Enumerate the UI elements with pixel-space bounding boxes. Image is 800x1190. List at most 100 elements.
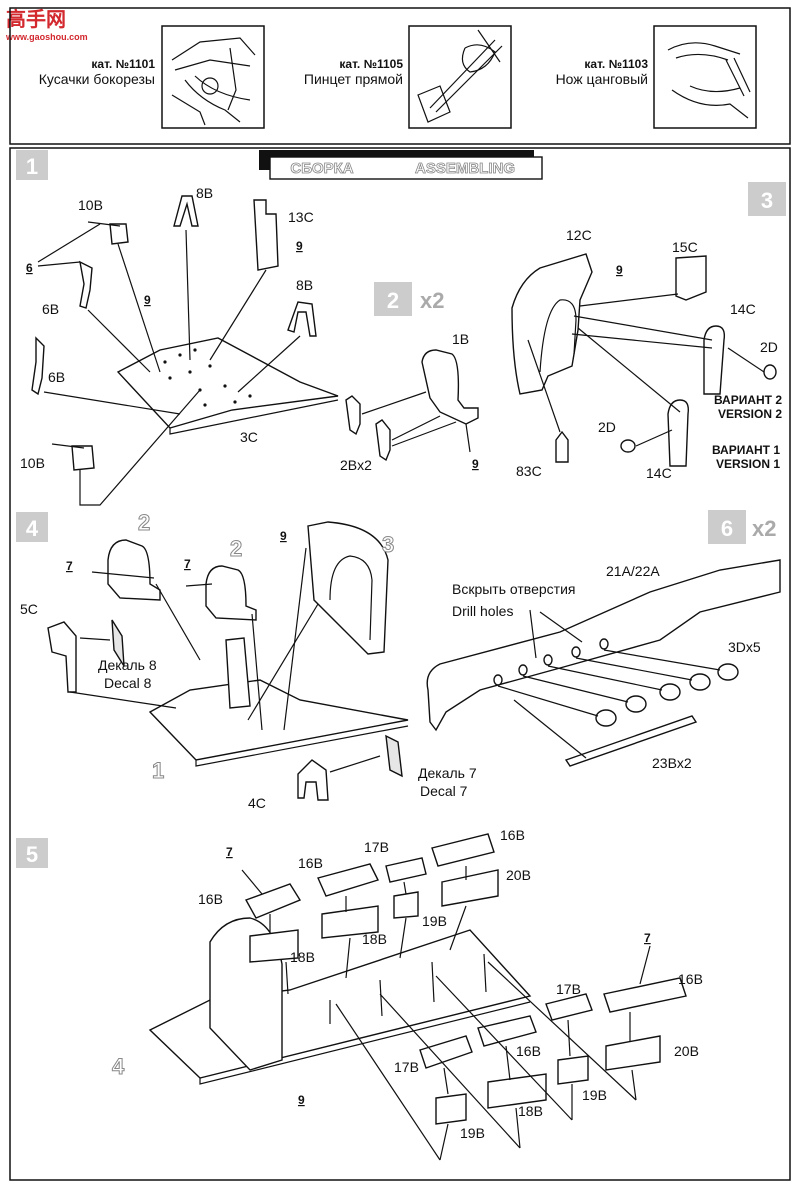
label-ref-4: 4	[112, 1054, 125, 1079]
label-ref-2-left: 2	[138, 510, 150, 535]
step-5-arrows	[241, 866, 651, 1161]
label-variant-1-en: VERSION 1	[716, 457, 780, 471]
logo-text: 高手网	[6, 7, 66, 31]
label-ref-1: 1	[152, 758, 164, 783]
hatch-16b-5	[603, 977, 687, 1013]
tools-box	[9, 7, 791, 145]
windows-3d	[595, 663, 739, 727]
step-1-badge	[16, 150, 48, 180]
tool-knife: кат. №1103 Нож цанговый	[556, 25, 757, 129]
label-9: 9	[280, 529, 287, 543]
step-2-number: 2	[387, 288, 399, 313]
bulkhead-ref-3	[307, 521, 389, 655]
label-14c-bottom: 14C	[646, 465, 672, 481]
label-7-top: 7	[226, 845, 233, 859]
label-8b-right: 8B	[296, 277, 313, 293]
label-7-right: 7	[184, 557, 191, 571]
step-2: 2 x2 1B 2Bx2 9	[340, 282, 479, 473]
label-9: 9	[298, 1093, 305, 1107]
label-10b-bottom: 10B	[20, 455, 45, 471]
hatch-16b-2	[317, 863, 379, 897]
step-6: 6 x2 21A/22A Вскрыть	[426, 510, 781, 771]
step-1-number: 1	[26, 154, 38, 179]
hatch-16b-4	[477, 1015, 537, 1047]
label-16b-2: 16B	[298, 855, 323, 871]
label-23bx2: 23Bx2	[652, 755, 692, 771]
frame-19b-3	[557, 1055, 589, 1085]
label-20b-1: 20B	[506, 867, 531, 883]
frame-19b-1	[393, 891, 419, 919]
step-6-number: 6	[721, 516, 733, 541]
label-decal-7-ru: Декаль 7	[418, 765, 477, 781]
part-10b-top	[109, 223, 129, 245]
part-2b-b	[375, 419, 391, 462]
knife-icon	[667, 42, 751, 119]
step-3: 3 12C 9 15C 14C 2D ВАРИАНТ 2 VERSION 2 2…	[511, 182, 786, 481]
label-5c: 5C	[20, 601, 38, 617]
step-6-multiplier: x2	[752, 516, 776, 541]
side-cutters-icon	[171, 37, 256, 126]
floor-assembly	[148, 679, 409, 761]
seat-1b	[421, 349, 479, 425]
label-12c: 12C	[566, 227, 592, 243]
step-3-number: 3	[761, 188, 773, 213]
tool-name-tweezers: Пинцет прямой	[304, 71, 403, 87]
frame-20b-2	[605, 1035, 661, 1071]
label-19b-1: 19B	[422, 913, 447, 929]
frame-18b-2	[321, 905, 379, 939]
label-1b: 1B	[452, 331, 469, 347]
label-16b-5: 16B	[678, 971, 703, 987]
label-14c-top: 14C	[730, 301, 756, 317]
step-1: 1	[16, 150, 339, 506]
part-14c-top	[703, 325, 726, 395]
cockpit-panel	[225, 637, 251, 709]
fuselage-floor-assembly	[148, 929, 532, 1079]
banner-ru: СБОРКА	[290, 160, 353, 177]
frame-18b-3	[487, 1073, 547, 1109]
label-15c: 15C	[672, 239, 698, 255]
label-16b-3: 16B	[500, 827, 525, 843]
label-7-right: 7	[644, 931, 651, 945]
label-17b-3: 17B	[556, 981, 581, 997]
label-drill-en: Drill holes	[452, 603, 513, 619]
label-17b-1: 17B	[364, 839, 389, 855]
step-5-badge	[16, 838, 48, 868]
tool-tweezers: кат. №1105 Пинцет прямой	[304, 25, 512, 129]
step-2-badge	[374, 282, 412, 316]
tool-cat-1105: кат. №1105	[339, 57, 403, 71]
label-2d-top: 2D	[760, 339, 778, 355]
tweezers-icon	[417, 29, 503, 123]
part-10b-bottom	[71, 445, 95, 471]
step-4-badge	[16, 512, 48, 542]
part-2d-bottom	[620, 439, 636, 453]
label-9: 9	[472, 457, 479, 471]
label-ref-2-right: 2	[230, 536, 242, 561]
label-9-b: 9	[144, 293, 151, 307]
label-17b-2: 17B	[394, 1059, 419, 1075]
drill-holes	[493, 638, 609, 686]
step-6-badge	[708, 510, 746, 544]
label-18b-3: 18B	[518, 1103, 543, 1119]
label-13c: 13C	[288, 209, 314, 225]
label-18b-1: 18B	[362, 931, 387, 947]
decal-7-patch	[385, 734, 403, 778]
label-6: 6	[26, 261, 33, 275]
step-4-arrows	[69, 547, 381, 773]
label-8b-top: 8B	[196, 185, 213, 201]
step-3-badge	[748, 182, 786, 216]
tool-name-knife: Нож цанговый	[556, 71, 648, 87]
label-decal-8-en: Decal 8	[104, 675, 152, 691]
assembling-banner: СБОРКА ASSEMBLING	[259, 150, 543, 180]
site-logo: 高手网 www.gaoshou.com	[5, 7, 88, 42]
seat-ref-2-right	[205, 565, 257, 621]
hatch-17b-3	[545, 993, 593, 1021]
decal-8-patch	[111, 619, 125, 667]
frame-20b-1	[441, 869, 499, 907]
floor-3c	[116, 337, 339, 429]
step-2-arrows	[361, 391, 471, 453]
step-3-arrows	[527, 293, 765, 447]
bulkhead-12c	[511, 253, 593, 395]
label-6b-bottom: 6B	[48, 369, 65, 385]
tool-side-cutters: кат. №1101 Кусачки бокорезы	[39, 25, 265, 129]
step-1-arrows	[37, 223, 301, 506]
